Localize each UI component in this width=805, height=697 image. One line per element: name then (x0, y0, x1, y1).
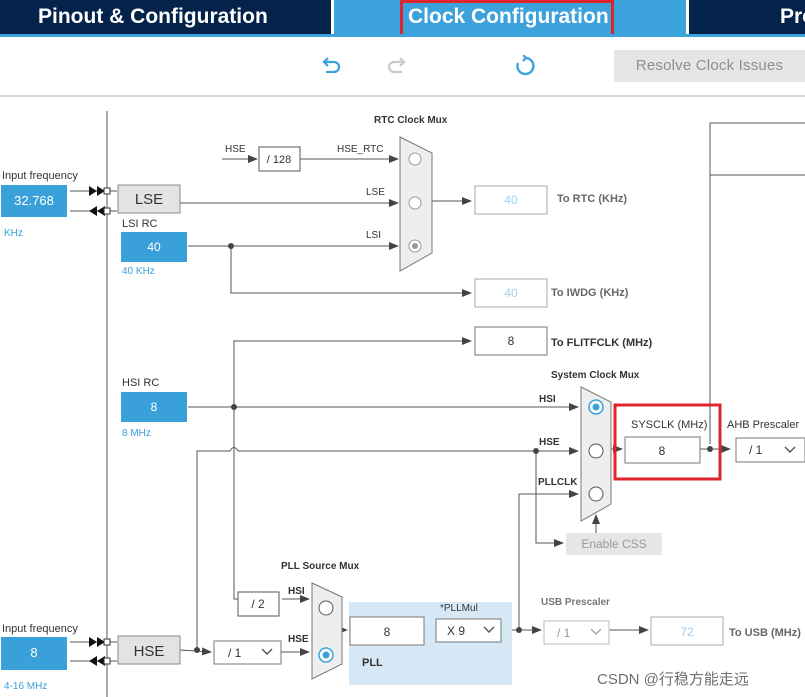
pll-src-mux-shape (311, 582, 343, 680)
rtc-output-box (474, 185, 548, 215)
sysclk-label: SYSCLK (MHz) (631, 419, 707, 431)
pll-mul-label: *PLLMul (440, 603, 478, 614)
sys-mux-hsi-label: HSI (539, 394, 556, 405)
sys-radio-hse[interactable] (588, 443, 604, 459)
lse-input-field[interactable] (1, 185, 67, 217)
rtc-hse-rtc-label: HSE_RTC (337, 144, 384, 155)
hse-block-label: HSE (134, 643, 165, 660)
rtc-lsi-label: LSI (366, 230, 381, 241)
rtc-hse-label: HSE (225, 144, 246, 155)
ahb-prescaler-select[interactable] (735, 437, 805, 463)
tab-bar: Pinout & Configuration Clock Configurati… (0, 0, 805, 40)
chevron-down-icon (483, 626, 495, 633)
sys-radio-hsi-dot (592, 403, 600, 411)
rtc-div128: / 128 (267, 154, 291, 166)
tab-underline (0, 34, 805, 37)
usb-output-value: 72 (680, 625, 694, 639)
pll-src-hse-label: HSE (288, 634, 309, 645)
lse-unit: KHz (4, 228, 23, 239)
tab-label: Pro (780, 5, 805, 28)
hsi-sub: 8 MHz (122, 428, 151, 439)
pll-input-value: 8 (384, 625, 391, 639)
pll-src-radio-hse-dot (322, 651, 330, 659)
flitf-output-box (474, 326, 548, 356)
ahb-label: AHB Prescaler (727, 419, 799, 431)
sys-mux-hse-label: HSE (539, 437, 560, 448)
chevron-down-icon (784, 446, 796, 453)
iwdg-output-value: 40 (504, 286, 518, 300)
tab-project-manager[interactable]: Pro (689, 0, 805, 34)
pll-src-div2-box (237, 591, 280, 617)
rtc-radio-hse[interactable] (408, 152, 422, 166)
lse-pins-icon (70, 186, 117, 216)
hsi-value-box (121, 392, 187, 422)
enable-css-label: Enable CSS (581, 537, 646, 551)
ahb-prescaler-value: / 1 (749, 443, 763, 457)
lse-input-label: Input frequency (2, 170, 78, 182)
lse-input-value: 32.768 (14, 193, 54, 208)
hse-block (117, 635, 181, 665)
pll-src-title: PLL Source Mux (281, 561, 360, 572)
clock-tree-canvas: Input frequency 32.768 KHz LSE LSI RC 40… (1, 111, 805, 697)
watermark: CSDN @行稳方能走远 (597, 671, 749, 688)
usb-prescaler-value: / 1 (557, 626, 571, 640)
flitf-output-value: 8 (508, 334, 515, 348)
enable-css-button[interactable] (566, 533, 662, 555)
tab-label: Pinout & Configuration (38, 5, 268, 28)
hsi-label: HSI RC (122, 377, 159, 389)
sysclk-value-box (624, 436, 701, 464)
hse-range: 4-16 MHz (4, 681, 47, 692)
pll-input-box (349, 616, 425, 646)
pll-src-hsi-label: HSI (288, 586, 305, 597)
lsi-label: LSI RC (122, 218, 158, 230)
junction-dots (194, 243, 713, 653)
hse-prediv-select[interactable] (213, 640, 282, 665)
rtc-mux-title: RTC Clock Mux (374, 115, 448, 126)
pll-mul-value: X 9 (447, 624, 465, 638)
sys-radio-pllclk[interactable] (588, 486, 604, 502)
refresh-icon[interactable] (514, 55, 536, 77)
pll-src-div2: / 2 (251, 597, 265, 611)
usb-output-label: To USB (MHz) (729, 627, 801, 639)
usb-label: USB Prescaler (541, 597, 610, 608)
lsi-value-box (121, 232, 187, 262)
rtc-radio-lse[interactable] (408, 196, 422, 210)
chevron-down-icon (590, 628, 602, 635)
sys-mux-title: System Clock Mux (551, 370, 640, 381)
hsi-value: 8 (151, 400, 158, 414)
lsi-sub: 40 KHz (122, 266, 155, 277)
tab-pinout-configuration[interactable]: Pinout & Configuration (0, 0, 331, 34)
flitf-output-label: To FLITFCLK (MHz) (551, 337, 653, 349)
rtc-lse-label: LSE (366, 187, 385, 198)
tab-clock-configuration[interactable]: Clock Configuration (334, 0, 686, 40)
chevron-down-icon (261, 648, 273, 655)
hse-pins-icon (70, 637, 117, 666)
rtc-output-label: To RTC (KHz) (557, 193, 627, 205)
sysclk-value: 8 (659, 444, 666, 458)
usb-output-box (650, 616, 724, 646)
undo-icon[interactable] (320, 55, 342, 77)
sysclk-highlight-box (613, 403, 722, 481)
tab-label: Clock Configuration (408, 5, 609, 28)
toolbar: Resolve Clock Issues (0, 37, 805, 97)
pll-mul-select[interactable] (435, 618, 502, 643)
hse-input-field[interactable] (1, 637, 67, 670)
resolve-clock-issues-button[interactable]: Resolve Clock Issues (614, 50, 805, 82)
rtc-output-value: 40 (504, 193, 518, 207)
iwdg-output-box (474, 278, 548, 308)
pll-label: PLL (362, 657, 383, 669)
sys-mux-pll-label: PLLCLK (538, 477, 578, 488)
hse-input-label: Input frequency (2, 623, 78, 635)
hse-input-value: 8 (30, 645, 37, 660)
iwdg-output-label: To IWDG (KHz) (551, 287, 629, 299)
pll-src-radio-hsi[interactable] (318, 600, 334, 616)
redo-icon[interactable] (386, 55, 408, 77)
usb-prescaler-select[interactable] (543, 620, 610, 645)
lse-block-label: LSE (135, 191, 163, 208)
rtc-radio-lsi-dot (412, 243, 418, 249)
lsi-value: 40 (147, 240, 161, 254)
rtc-div128-box (258, 146, 301, 172)
hse-prediv-value: / 1 (228, 646, 242, 660)
lse-block (117, 184, 181, 214)
